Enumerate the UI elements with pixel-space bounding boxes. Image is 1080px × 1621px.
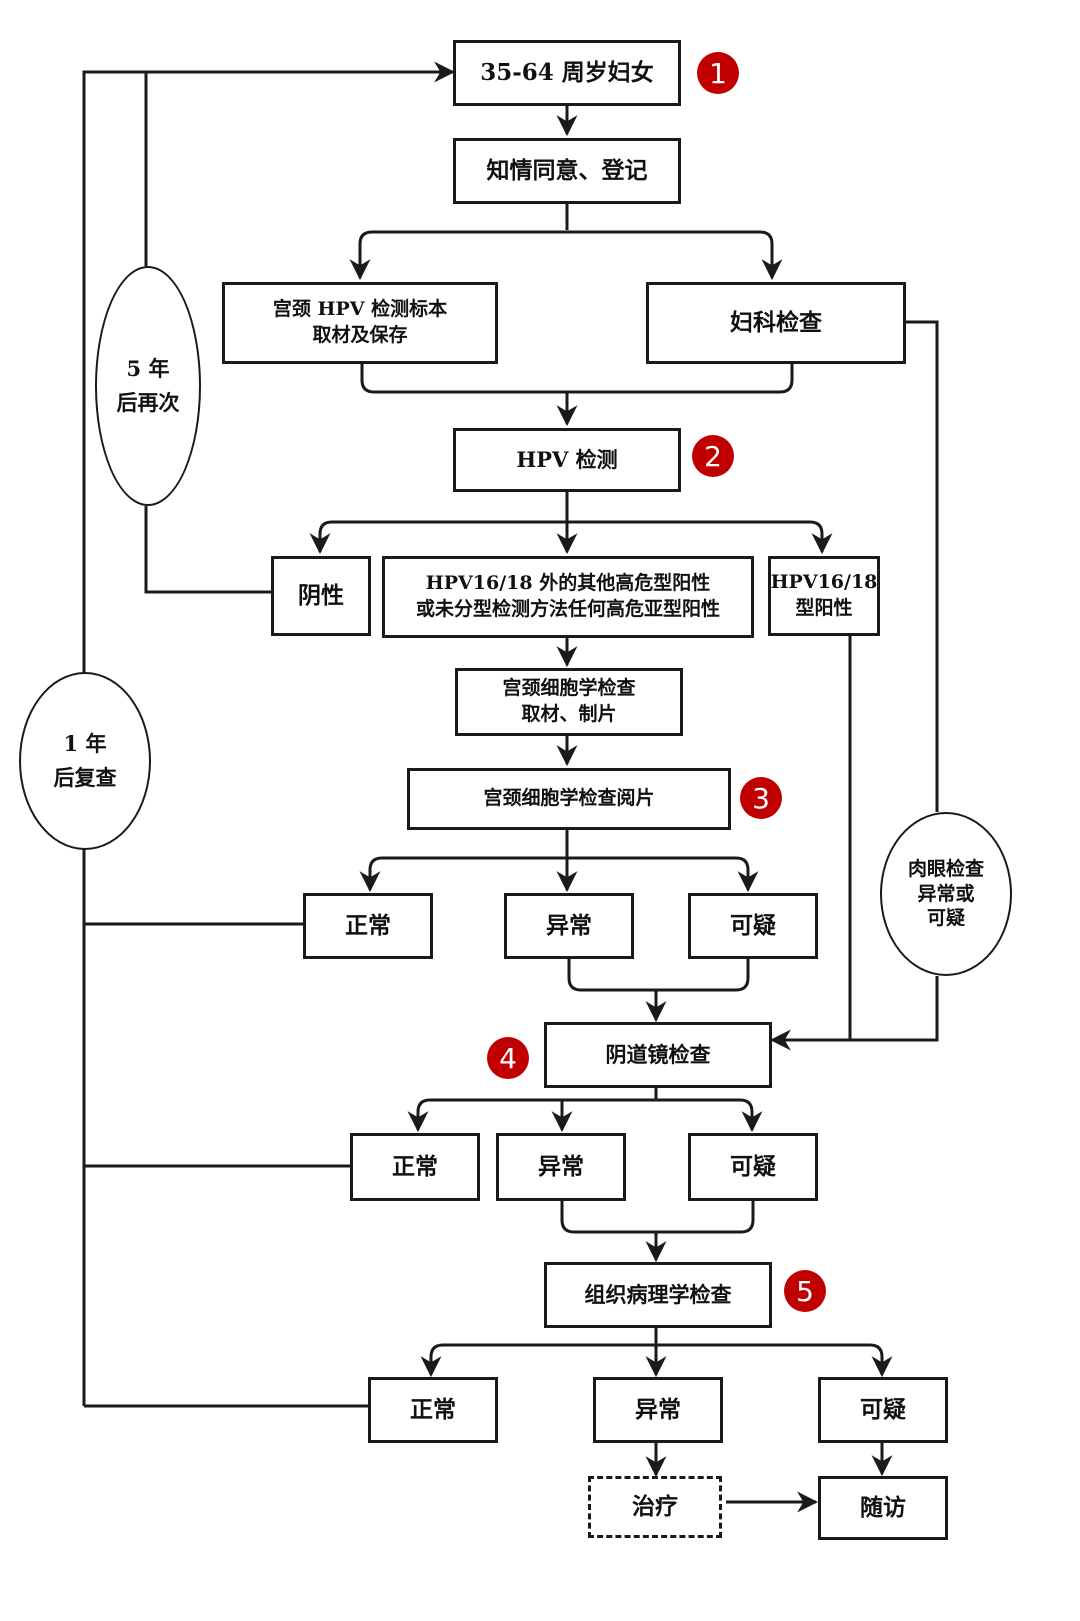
node-cytology-reading: 宫颈细胞学检查阅片 — [407, 768, 731, 830]
node-label: 宫颈细胞学检查 — [502, 677, 636, 700]
node-cytology-sampling: 宫颈细胞学检查 取材、制片 — [455, 668, 683, 736]
oval-visual-abnormal: 肉眼检查 异常或 可疑 — [880, 812, 1012, 976]
node-hpv-other-positive: HPV16/18 外的其他高危型阳性 或未分型检测方法任何高危亚型阳性 — [382, 556, 754, 638]
node-gyn-exam: 妇科检查 — [646, 282, 906, 364]
node-label: 宫颈 HPV 检测标本 — [272, 298, 448, 321]
node-cytology-abnormal: 异常 — [504, 893, 634, 959]
node-label: 治疗 — [632, 1493, 678, 1521]
gyn-to-visual — [904, 320, 939, 812]
step-badge-2: 2 — [692, 435, 734, 477]
oval-line: 后再次 — [116, 390, 180, 415]
node-colposcopy: 阴道镜检查 — [544, 1022, 772, 1088]
colpo-to-normal — [407, 1098, 656, 1133]
node-label: 可疑 — [730, 912, 776, 940]
hpv-to-negative — [309, 520, 567, 555]
node-colposcopy-suspicious: 可疑 — [688, 1133, 818, 1201]
node-label: 宫颈细胞学检查阅片 — [483, 787, 655, 810]
node-treatment: 治疗 — [588, 1476, 722, 1538]
node-label: 阴道镜检查 — [605, 1041, 711, 1067]
badge-number: 4 — [499, 1041, 517, 1075]
loop-five-year-bottom — [144, 506, 272, 594]
node-start-women-35-64: 35-64 周岁妇女 — [453, 40, 681, 106]
node-label: 随访 — [860, 1494, 906, 1522]
merge-to-hpv — [360, 361, 794, 394]
step-badge-5: 5 — [784, 1270, 826, 1312]
cyto-merge — [567, 958, 750, 992]
node-label: 妇科检查 — [730, 309, 822, 337]
node-label: 正常 — [410, 1396, 456, 1424]
reading-to-normal — [359, 856, 567, 893]
oval-five-year-repeat: 5 年 后再次 — [95, 266, 201, 506]
reading-to-suspicious — [567, 856, 759, 893]
node-colposcopy-abnormal: 异常 — [496, 1133, 626, 1201]
node-histopathology-normal: 正常 — [368, 1377, 498, 1443]
node-label: 组织病理学检查 — [584, 1281, 732, 1307]
oval-line: 后复查 — [53, 765, 117, 790]
node-hpv-negative: 阴性 — [271, 556, 371, 636]
node-informed-consent: 知情同意、登记 — [453, 138, 681, 204]
badge-number: 3 — [752, 781, 770, 815]
node-colposcopy-normal: 正常 — [350, 1133, 480, 1201]
node-label: HPV 检测 — [516, 446, 618, 472]
oval-line: 5 年 — [126, 356, 170, 382]
node-label: 可疑 — [860, 1396, 906, 1424]
badge-number: 1 — [709, 56, 727, 90]
node-label: 取材及保存 — [312, 324, 408, 346]
node-label: 或未分型检测方法任何高危亚型阳性 — [415, 598, 720, 620]
colpo-merge — [560, 1200, 755, 1234]
node-hpv1618-positive: HPV16/18 型阳性 — [768, 556, 880, 636]
oval-line: 1 年 — [63, 731, 107, 757]
node-cytology-normal: 正常 — [303, 893, 433, 959]
node-hpv-sampling: 宫颈 HPV 检测标本 取材及保存 — [222, 282, 498, 364]
node-label: 阴性 — [298, 582, 344, 610]
node-label: 正常 — [345, 912, 391, 940]
loop-one-year-to-start — [82, 61, 456, 1406]
node-histopathology: 组织病理学检查 — [544, 1262, 772, 1328]
node-follow-up: 随访 — [818, 1476, 948, 1540]
oval-one-year-recheck: 1 年 后复查 — [19, 672, 151, 850]
split-to-sampling — [349, 230, 567, 281]
histo-to-normal — [420, 1343, 656, 1378]
node-label: HPV16/18 外的其他高危型阳性 — [425, 572, 711, 595]
node-histopathology-abnormal: 异常 — [593, 1377, 723, 1443]
node-label: 取材、制片 — [521, 703, 617, 725]
node-label: 异常 — [635, 1396, 681, 1424]
node-label: 35-64 周岁妇女 — [480, 59, 654, 87]
oval-line: 可疑 — [926, 907, 965, 930]
colpo-to-suspicious — [656, 1098, 763, 1133]
oval-line: 肉眼检查 — [907, 857, 984, 880]
visual-to-colposcopy — [769, 976, 939, 1051]
node-label: 知情同意、登记 — [486, 157, 648, 185]
node-label: 正常 — [392, 1153, 438, 1181]
node-cytology-suspicious: 可疑 — [688, 893, 818, 959]
node-label: 异常 — [546, 912, 592, 940]
node-histopathology-suspicious: 可疑 — [818, 1377, 948, 1443]
split-to-gyn — [567, 230, 783, 281]
node-label: 异常 — [538, 1153, 584, 1181]
step-badge-3: 3 — [740, 777, 782, 819]
node-label: 型阳性 — [795, 597, 853, 619]
badge-number: 2 — [704, 439, 722, 473]
oval-line: 异常或 — [917, 882, 975, 905]
node-label: HPV16/18 — [770, 571, 878, 594]
step-badge-1: 1 — [697, 52, 739, 94]
histo-to-suspicious — [656, 1343, 893, 1378]
node-hpv-test: HPV 检测 — [453, 428, 681, 492]
step-badge-4: 4 — [487, 1037, 529, 1079]
badge-number: 5 — [796, 1274, 814, 1308]
node-label: 可疑 — [730, 1153, 776, 1181]
hpv-to-1618 — [567, 520, 833, 555]
